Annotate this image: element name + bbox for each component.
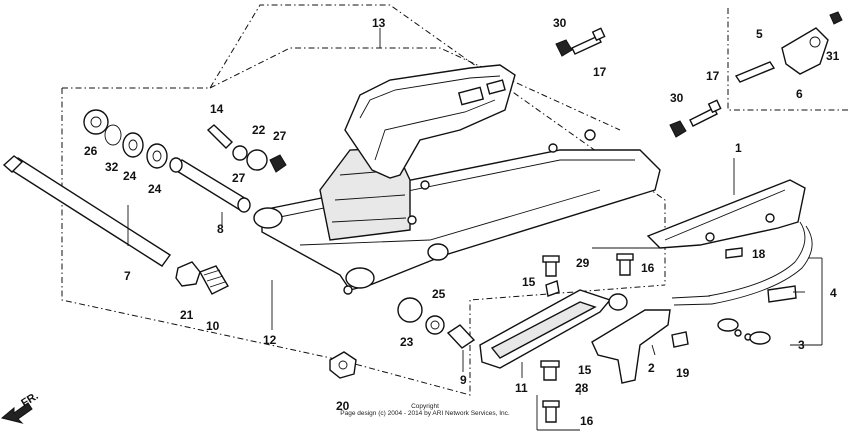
- callout-24b[interactable]: 24: [148, 182, 162, 196]
- swingarm: [253, 129, 661, 295]
- callout-6[interactable]: 6: [796, 87, 803, 101]
- leader-lines: [127, 28, 823, 431]
- front-arrow-icon: [0, 402, 33, 424]
- nut: [329, 351, 357, 379]
- callout-15b[interactable]: 15: [578, 363, 592, 377]
- callout-17b[interactable]: 17: [706, 69, 720, 83]
- callout-16b[interactable]: 16: [580, 414, 594, 428]
- callout-10[interactable]: 10: [206, 319, 220, 333]
- pivot-nut-and-cap: [175, 261, 229, 295]
- callout-27b[interactable]: 27: [273, 129, 287, 143]
- callout-31[interactable]: 31: [826, 49, 840, 63]
- top-bolts-nuts: [555, 27, 722, 138]
- copyright-title: Copyright: [411, 403, 439, 410]
- callout-8[interactable]: 8: [217, 222, 224, 236]
- master-link: [717, 318, 771, 345]
- copyright-line: Page design (c) 2004 - 2014 by ARI Netwo…: [340, 410, 510, 417]
- callout-21[interactable]: 21: [180, 308, 194, 322]
- pin-and-bushes: [206, 124, 287, 173]
- callout-13[interactable]: 13: [372, 16, 386, 30]
- lower-bushes: [397, 297, 476, 349]
- callout-30b[interactable]: 30: [670, 91, 684, 105]
- callout-16a[interactable]: 16: [641, 261, 655, 275]
- callout-15a[interactable]: 15: [522, 275, 536, 289]
- callout-4[interactable]: 4: [830, 286, 837, 300]
- callout-32[interactable]: 32: [105, 160, 119, 174]
- callout-26[interactable]: 26: [84, 144, 98, 158]
- callout-1[interactable]: 1: [735, 141, 742, 155]
- brace: [344, 64, 516, 179]
- callout-3[interactable]: 3: [798, 338, 805, 352]
- callout-27a[interactable]: 27: [232, 171, 246, 185]
- callout-9[interactable]: 9: [460, 373, 467, 387]
- copyright-notice: Copyright Page design (c) 2004 - 2014 by…: [340, 403, 510, 417]
- callout-5[interactable]: 5: [756, 27, 763, 41]
- callout-12[interactable]: 12: [263, 333, 277, 347]
- small-bolts: [540, 247, 743, 423]
- chain-label: [767, 285, 797, 303]
- callout-17a[interactable]: 17: [593, 65, 607, 79]
- chain-guard: [591, 293, 671, 384]
- callout-22[interactable]: 22: [252, 123, 266, 137]
- drive-chain: [671, 221, 813, 306]
- callout-28[interactable]: 28: [575, 381, 589, 395]
- callout-14[interactable]: 14: [210, 102, 224, 116]
- pivot-bolt: [2, 155, 172, 267]
- chain-case: [646, 179, 806, 249]
- callout-19[interactable]: 19: [676, 366, 690, 380]
- callout-7[interactable]: 7: [124, 269, 131, 283]
- part-callouts: 1 2 3 4 5 6 7 8 9 10 11 12 13 14 15 15 1…: [84, 16, 840, 428]
- callout-11[interactable]: 11: [515, 381, 528, 395]
- callout-20[interactable]: 20: [336, 399, 350, 413]
- callout-18[interactable]: 18: [752, 247, 766, 261]
- bearings-seals: [83, 109, 168, 169]
- callout-30a[interactable]: 30: [553, 16, 567, 30]
- callout-2[interactable]: 2: [648, 361, 655, 375]
- chain-adjuster: [734, 11, 843, 83]
- callout-24a[interactable]: 24: [123, 169, 137, 183]
- callout-29[interactable]: 29: [576, 256, 590, 270]
- callout-25[interactable]: 25: [432, 287, 446, 301]
- collar: [169, 157, 251, 213]
- front-direction-indicator: FR.: [0, 390, 41, 424]
- callout-23[interactable]: 23: [400, 335, 414, 349]
- chain-slider: [479, 289, 612, 369]
